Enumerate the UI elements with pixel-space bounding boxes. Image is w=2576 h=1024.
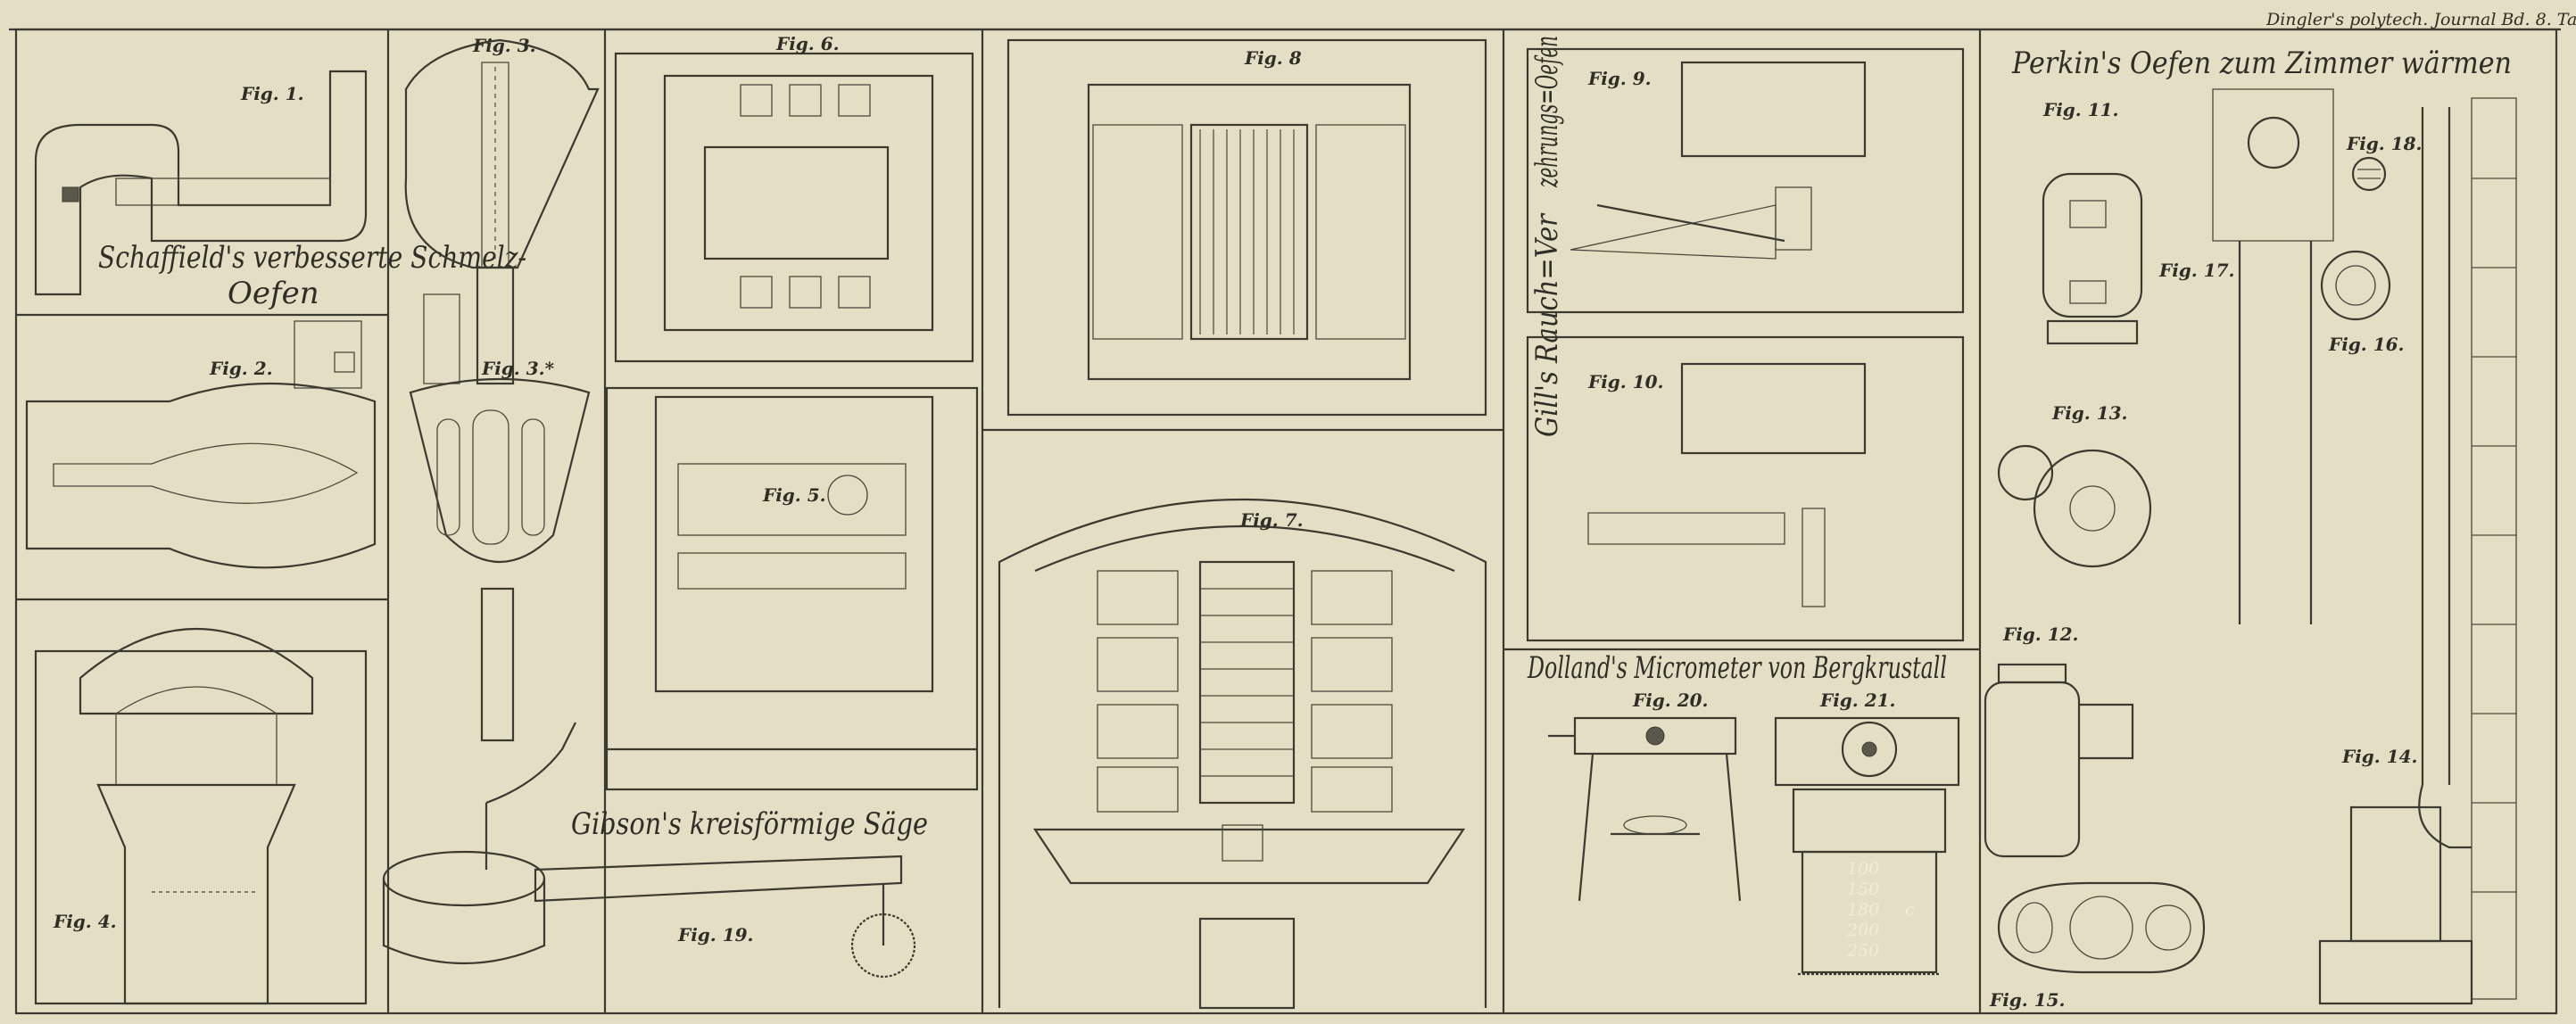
fig3b-crucible-section (409, 377, 591, 742)
fig20-label: Fig. 20. (1632, 690, 1709, 711)
fig3-label: Fig. 3. (472, 35, 536, 56)
fig12-stove-elevation (1984, 663, 2134, 858)
fig13-stove-plan (1997, 444, 2152, 568)
fig21-micrometer-front (1774, 716, 1960, 976)
scale-value: 150 (1847, 879, 1879, 899)
fig16-label: Fig. 16. (2328, 334, 2405, 355)
dollond-title: Dolland's Micrometer von Bergkrustall (1527, 650, 1947, 686)
fig3-crucible-furnace (404, 38, 600, 385)
scale-letter: c (1905, 900, 1915, 920)
fig1-label: Fig. 1. (240, 83, 304, 104)
fig7-label: Fig. 7. (1239, 509, 1304, 531)
schaffield-title-line1: Schaffield's verbesserte Schmelz- (98, 240, 526, 276)
fig8-label: Fig. 8 (1244, 47, 1302, 69)
schaffield-title-line2: Oefen (228, 276, 319, 311)
fig10-smoke-consuming-furnace (1526, 335, 1965, 642)
fig6-furnace-plan (614, 52, 974, 363)
scale-value: 200 (1846, 921, 1879, 940)
fig12-label: Fig. 12. (2002, 623, 2079, 645)
scale-value: 180 (1847, 900, 1879, 920)
fig9-label: Fig. 9. (1587, 68, 1652, 89)
fig16-valve (2320, 250, 2391, 321)
fig18-label: Fig. 18. (2346, 133, 2423, 154)
fig4-label: Fig. 4. (53, 911, 117, 932)
fig6-label: Fig. 6. (775, 33, 840, 54)
fig4-furnace-elevation (34, 627, 368, 1005)
fig2-label: Fig. 2. (209, 358, 273, 379)
fig8-furnace-plan (1006, 38, 1487, 417)
scale-value: 250 (1846, 941, 1879, 961)
fig10-label: Fig. 10. (1587, 371, 1664, 392)
fig21-label: Fig. 21. (1819, 690, 1896, 711)
plate-frame (14, 28, 2558, 1015)
fig19-circular-saw (382, 722, 916, 979)
fig14-label: Fig. 14. (2341, 746, 2418, 767)
fig3b-label: Fig. 3.* (481, 358, 555, 379)
fig18-grate (2351, 156, 2387, 192)
fig17-flue-pipe (2212, 88, 2334, 624)
gill-title-part2: zehrungs=Oefen (1529, 36, 1565, 188)
fig14-stove-with-chimney (2318, 97, 2517, 1005)
fig7-furnace-elevation (998, 499, 1487, 1010)
fig17-label: Fig. 17. (2158, 260, 2235, 281)
fig5-furnace-plan (605, 386, 979, 791)
micrometer-scale: 100 150 180 200 250 c (1846, 859, 1915, 961)
fig13-label: Fig. 13. (2051, 402, 2128, 424)
gibson-title: Gibson's kreisförmige Säge (571, 806, 928, 842)
fig15-stove-plan (1997, 881, 2206, 974)
fig11-stove (2042, 172, 2143, 345)
fig15-label: Fig. 15. (1989, 989, 2066, 1011)
gill-title-part1: Gill's Rauch=Ver (1529, 213, 1565, 437)
fig5-label: Fig. 5. (762, 484, 826, 506)
journal-header: Dingler's polytech. Journal Bd. 8. Tab. … (2265, 10, 2576, 29)
fig9-smoke-consuming-furnace (1526, 47, 1965, 314)
fig2-furnace-plan (25, 320, 377, 569)
fig11-label: Fig. 11. (2042, 99, 2119, 120)
scale-value: 100 (1847, 859, 1879, 879)
fig19-label: Fig. 19. (677, 924, 754, 946)
perkin-title: Perkin's Oefen zum Zimmer wärmen (2011, 45, 2512, 81)
fig20-micrometer-side (1548, 716, 1742, 902)
fig1-furnace-section (34, 70, 368, 296)
